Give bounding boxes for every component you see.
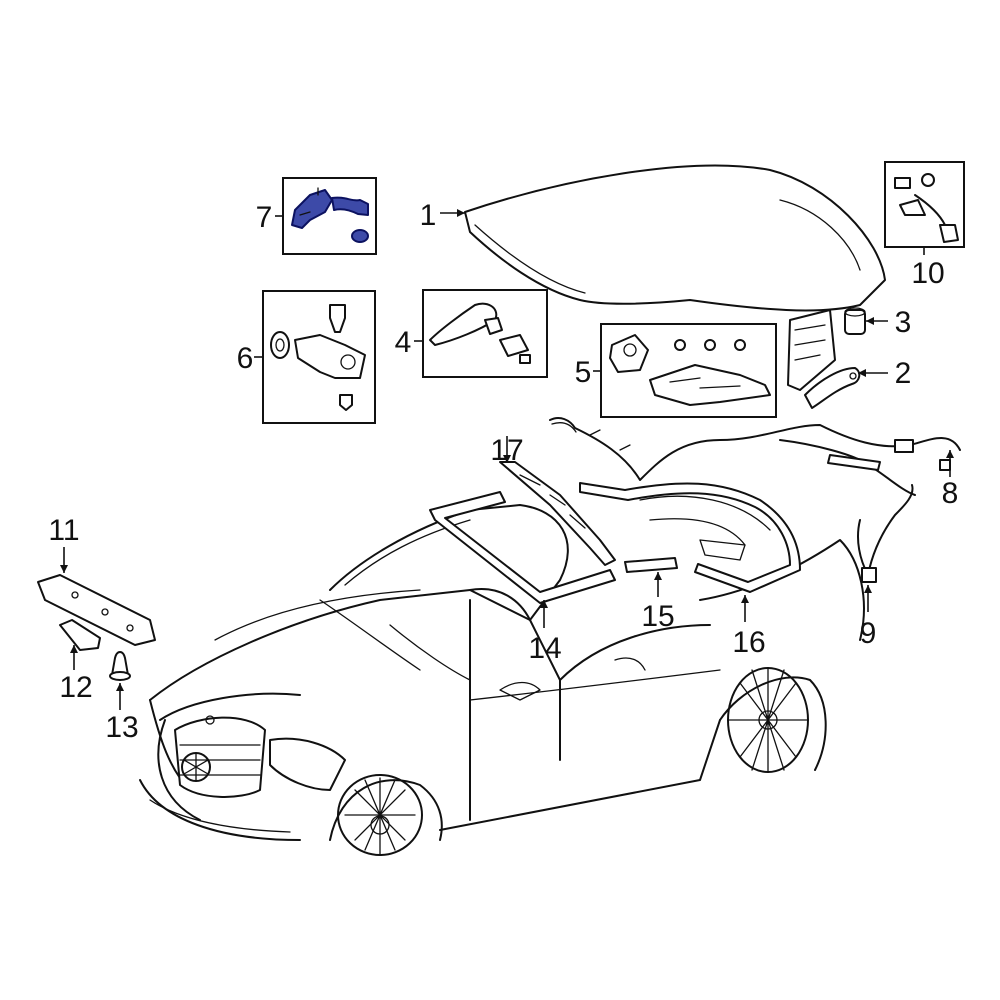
callout-3[interactable]: 3 — [895, 306, 912, 339]
inset-10 — [884, 161, 965, 248]
callout-17[interactable]: 17 — [490, 434, 523, 467]
roof-linkage — [787, 309, 836, 391]
callout-2[interactable]: 2 — [895, 357, 912, 390]
part-5-bracket[interactable] — [609, 334, 771, 406]
callout-8[interactable]: 8 — [942, 477, 959, 510]
part-6-actuator[interactable] — [270, 304, 366, 411]
part-7-sensor-harness[interactable] — [291, 187, 369, 243]
part-11-trim-panel[interactable] — [37, 574, 156, 646]
callout-16[interactable]: 16 — [732, 626, 765, 659]
car-body — [139, 495, 865, 856]
callout-11[interactable]: 11 — [48, 514, 79, 547]
inset-4 — [422, 289, 548, 378]
callout-9[interactable]: 9 — [860, 617, 877, 650]
leader-lines — [60, 209, 954, 710]
part-16-rear-seal[interactable] — [579, 482, 801, 593]
callout-4[interactable]: 4 — [395, 326, 412, 359]
part-3-cap[interactable] — [844, 307, 866, 335]
inset-5 — [600, 323, 777, 418]
callout-numbers: 1 2 3 4 5 6 7 8 9 10 11 12 13 14 15 16 1… — [48, 199, 958, 744]
callout-10[interactable]: 10 — [911, 257, 944, 290]
part-14-front-seal[interactable] — [429, 491, 616, 604]
callout-12[interactable]: 12 — [59, 671, 92, 704]
callout-7[interactable]: 7 — [256, 201, 273, 234]
callout-5[interactable]: 5 — [575, 356, 592, 389]
part-2-link-arm[interactable] — [804, 367, 861, 409]
part-17-header-seal[interactable] — [499, 461, 616, 566]
callout-1[interactable]: 1 — [420, 199, 437, 232]
inset-7 — [282, 177, 377, 255]
callout-15[interactable]: 15 — [641, 600, 674, 633]
part-10-sensor[interactable] — [894, 173, 959, 243]
callout-6[interactable]: 6 — [237, 342, 254, 375]
callout-13[interactable]: 13 — [105, 711, 138, 744]
part-4-cable[interactable] — [429, 302, 531, 364]
part-8-wiring-harness[interactable] — [549, 417, 961, 496]
callout-14[interactable]: 14 — [528, 632, 561, 665]
soft-top-roof[interactable] — [464, 164, 886, 312]
part-9-harness[interactable] — [857, 484, 914, 583]
part-15-seal[interactable] — [624, 557, 678, 573]
part-12-clip[interactable] — [59, 619, 101, 651]
inset-6 — [262, 290, 376, 424]
part-13-push-pin[interactable] — [109, 651, 131, 681]
